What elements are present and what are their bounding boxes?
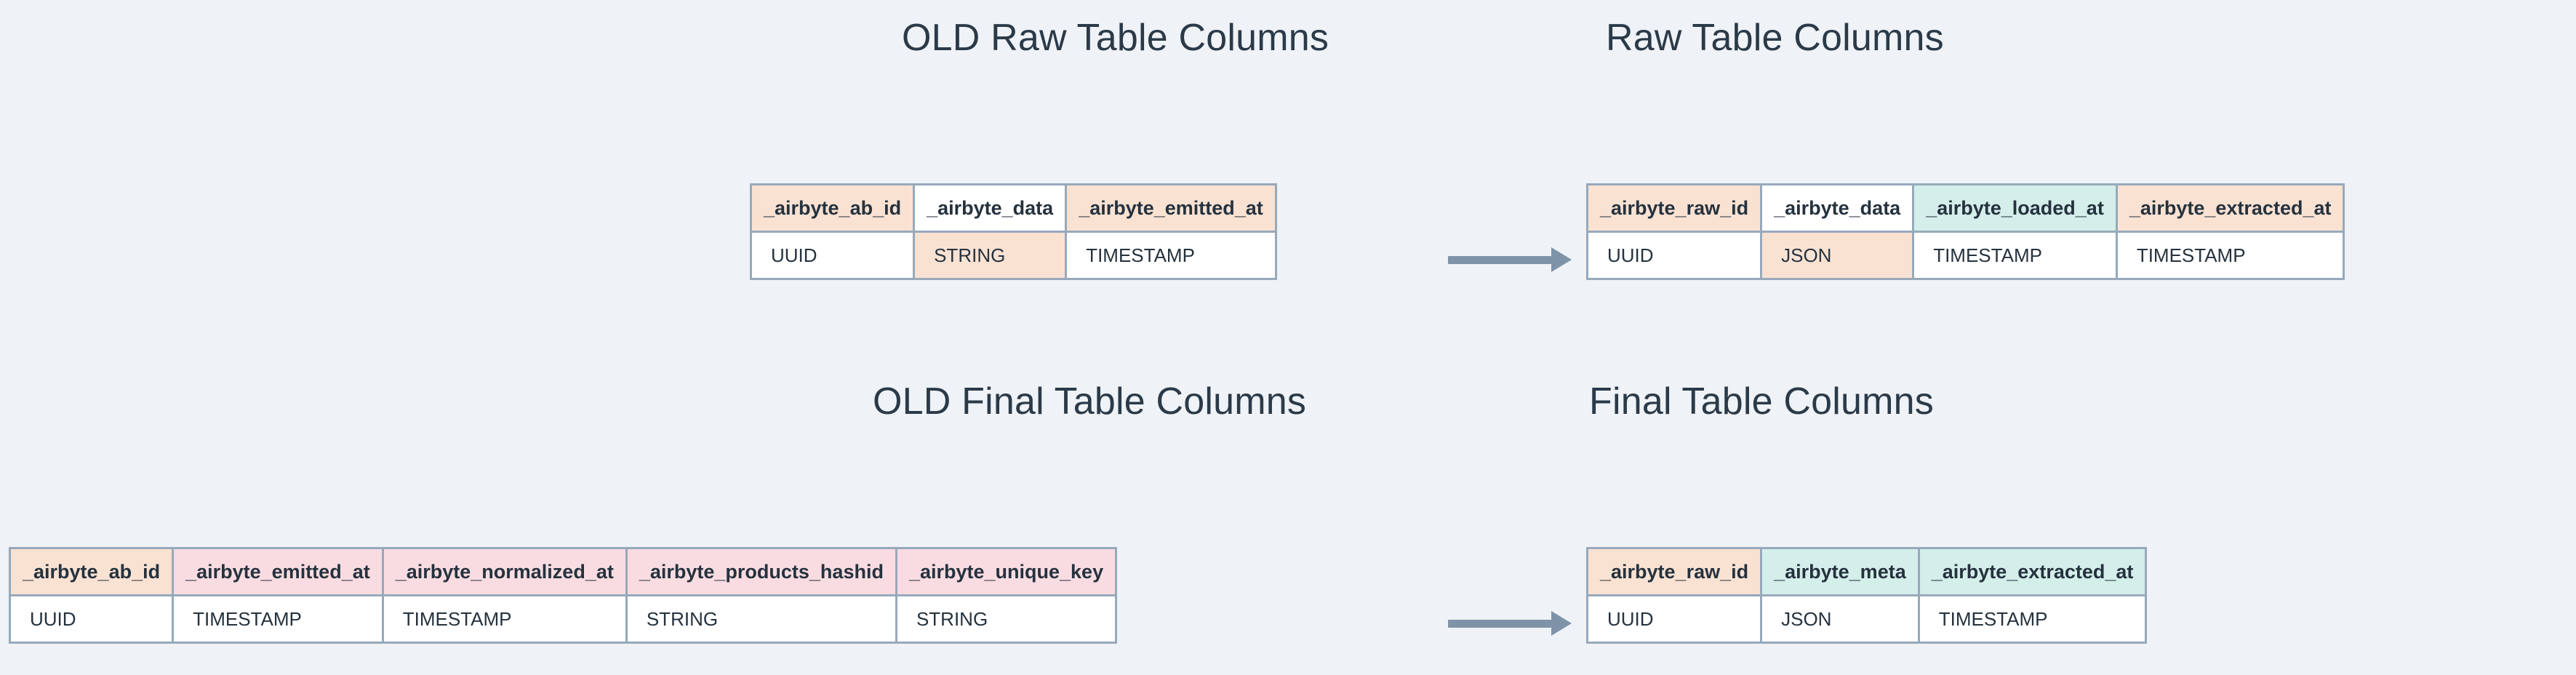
column-type-cell: JSON [1760,231,1915,280]
section-title-old-raw: OLD Raw Table Columns [902,17,1329,59]
section-title-new-final: Final Table Columns [1589,380,1934,423]
column-header-cell: _airbyte_normalized_at [381,547,628,596]
column-header-cell: _airbyte_unique_key [895,547,1118,596]
arrow-head [1551,611,1572,636]
column-header-cell: _airbyte_emitted_at [172,547,384,596]
section-title-new-raw: Raw Table Columns [1606,17,1944,59]
column-type-cell: UUID [749,231,916,280]
column-header-cell: _airbyte_meta [1760,547,1920,596]
arrow-shaft [1448,256,1551,264]
column-type-cell: UUID [1585,594,1763,644]
arrow-right-icon-final [1448,611,1572,636]
table-old-raw: _airbyte_ab_id_airbyte_data_airbyte_emit… [749,183,1277,280]
column-header-cell: _airbyte_extracted_at [2115,183,2345,233]
table-header-row: _airbyte_raw_id_airbyte_data_airbyte_loa… [1585,183,2345,233]
column-header-cell: _airbyte_data [1760,183,1915,233]
table-old-final: _airbyte_ab_id_airbyte_emitted_at_airbyt… [8,547,1118,644]
column-type-cell: TIMESTAMP [1912,231,2118,280]
table-header-row: _airbyte_ab_id_airbyte_data_airbyte_emit… [749,183,1277,233]
column-header-cell: _airbyte_extracted_at [1917,547,2148,596]
column-type-cell: STRING [625,594,897,644]
column-header-cell: _airbyte_ab_id [749,183,916,233]
column-type-cell: STRING [895,594,1118,644]
column-type-cell: TIMESTAMP [2115,231,2345,280]
column-header-cell: _airbyte_raw_id [1585,183,1763,233]
column-type-cell: TIMESTAMP [172,594,384,644]
table-header-row: _airbyte_raw_id_airbyte_meta_airbyte_ext… [1585,547,2148,596]
column-type-cell: JSON [1760,594,1920,644]
column-header-cell: _airbyte_raw_id [1585,547,1763,596]
column-type-cell: TIMESTAMP [1917,594,2148,644]
arrow-head [1551,247,1572,272]
table-header-row: _airbyte_ab_id_airbyte_emitted_at_airbyt… [8,547,1118,596]
column-header-cell: _airbyte_loaded_at [1912,183,2118,233]
column-header-cell: _airbyte_emitted_at [1065,183,1277,233]
column-header-cell: _airbyte_products_hashid [625,547,897,596]
section-title-old-final: OLD Final Table Columns [873,380,1307,423]
arrow-right-icon-raw [1448,247,1572,272]
column-header-cell: _airbyte_data [913,183,1068,233]
column-type-cell: STRING [913,231,1068,280]
column-header-cell: _airbyte_ab_id [8,547,175,596]
column-type-cell: UUID [8,594,175,644]
column-type-cell: TIMESTAMP [381,594,628,644]
table-new-final: _airbyte_raw_id_airbyte_meta_airbyte_ext… [1585,547,2148,644]
column-type-cell: UUID [1585,231,1763,280]
arrow-shaft [1448,620,1551,628]
column-type-cell: TIMESTAMP [1065,231,1277,280]
table-new-raw: _airbyte_raw_id_airbyte_data_airbyte_loa… [1585,183,2345,280]
